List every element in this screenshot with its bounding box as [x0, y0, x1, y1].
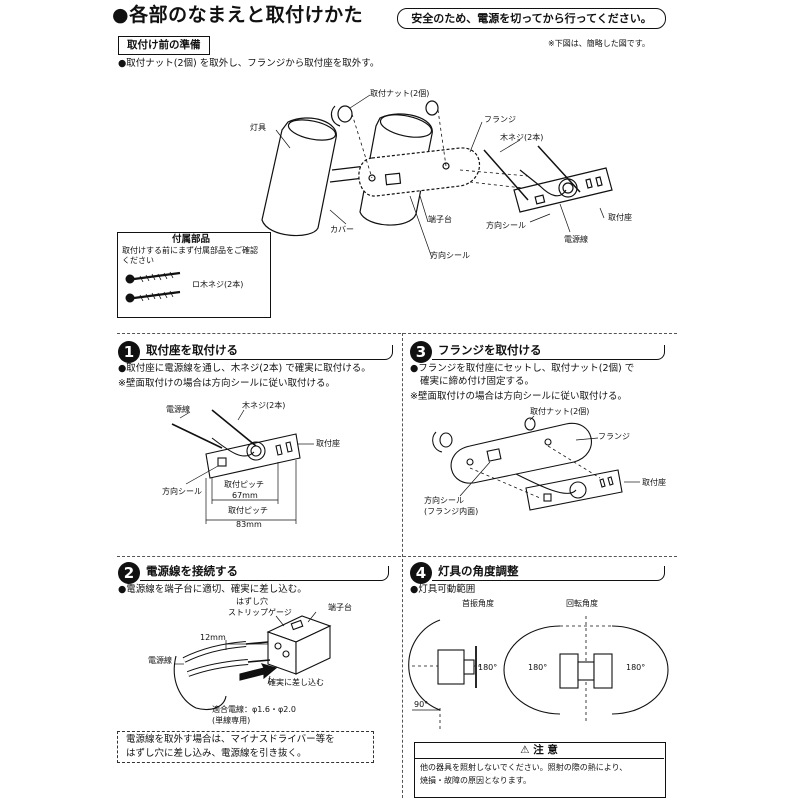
step2-line1: ●電源線を端子台に適切、確実に差し込む。 [118, 584, 307, 595]
step3-flange: フランジ [598, 432, 630, 441]
accessories-title: 付属部品 [172, 234, 211, 245]
label-mount: 取付座 [608, 213, 632, 222]
step2-length: 12mm [200, 633, 226, 642]
step1-dir-seal: 方向シール [162, 487, 202, 496]
step3-line1: ●フランジを取付座にセットし、取付ナット(2個) で [410, 363, 635, 374]
step2-wire-type: (単線専用) [212, 716, 251, 725]
label-dir-seal: 方向シール [486, 221, 526, 230]
step2-insert: 確実に差し込む [268, 678, 324, 687]
label-terminal: 端子台 [428, 215, 452, 224]
step2-terminal: 端子台 [328, 603, 352, 612]
label-flange: フランジ [484, 115, 516, 124]
label-fixture: 灯具 [250, 123, 266, 132]
step4-number: 4 [410, 562, 432, 584]
step4-deg180a: 180° [478, 663, 498, 672]
step1-line1: ●取付座に電源線を通し、木ネジ(2本) で確実に取付ける。 [118, 363, 371, 374]
step1-pitch1: 取付ピッチ [224, 480, 264, 489]
accessories-box [117, 232, 271, 318]
divider [117, 556, 677, 557]
step3-nut: 取付ナット(2個) [530, 407, 590, 416]
step4-rotate: 回転角度 [566, 599, 598, 608]
step4-deg90: 90° [414, 700, 429, 709]
caution-line2: 焼損・故障の原因となります。 [420, 776, 531, 785]
step2-release-hole: はずし穴 [236, 597, 268, 606]
step3-rule [432, 345, 665, 360]
step3-line2: 確実に締め付け固定する。 [420, 376, 535, 387]
accessories-screw: ロ木ネジ(2本) [192, 280, 244, 289]
step1-title: 取付座を取付ける [146, 343, 238, 357]
remove-note-box [117, 731, 374, 763]
step3-dir-seal: 方向シール [424, 496, 464, 505]
step2-power-wire: 電源線 [148, 656, 172, 665]
step2-remove1: 電源線を取外す場合は、マイナスドライバー等を [126, 734, 335, 745]
step2-number: 2 [118, 562, 140, 584]
step2-strip-gauge: ストリップゲージ [228, 608, 292, 617]
step4-title: 灯具の角度調整 [438, 564, 519, 578]
label-nut: 取付ナット(2個) [370, 89, 430, 98]
step3-dir-seal-sub: (フランジ内面) [424, 507, 479, 516]
step4-rule [432, 566, 665, 581]
step1-line2: ※壁面取付けの場合は方向シールに従い取付ける。 [118, 378, 335, 389]
step2-title: 電源線を接続する [146, 564, 238, 578]
prep-label: 取付け前の準備 [118, 36, 210, 55]
prep-text: ●取付ナット(2個) を取外し、フランジから取付座を取外す。 [118, 58, 380, 69]
step1-power-wire: 電源線 [166, 405, 190, 414]
safety-note: 安全のため、電源を切ってから行ってください。 [397, 8, 666, 29]
step1-pitch1-val: 67mm [232, 491, 258, 500]
divider [402, 333, 403, 798]
step4-deg180b: 180° [528, 663, 548, 672]
simplified-note: ※下図は、簡略した図です。 [548, 39, 650, 48]
caution-title: ⚠ 注 意 [414, 742, 664, 759]
divider [117, 333, 677, 334]
step3-line3: ※壁面取付けの場合は方向シールに従い取付ける。 [410, 391, 627, 402]
caution-line1: 他の器具を照射しないでください。照射の際の熱により、 [420, 763, 628, 772]
step3-mount: 取付座 [642, 478, 666, 487]
step1-pitch2-val: 83mm [236, 520, 262, 529]
step1-mount: 取付座 [316, 439, 340, 448]
label-dir-seal-2: 方向シール [430, 251, 470, 260]
step1-number: 1 [118, 341, 140, 363]
label-cover: カバー [330, 225, 354, 234]
accessories-text1: 取付けする前にまず付属部品をご確認 [122, 246, 258, 255]
step3-number: 3 [410, 341, 432, 363]
step4-tilt: 首振角度 [462, 599, 494, 608]
step2-remove2: はずし穴に差し込み、電源線を引き抜く。 [126, 748, 307, 759]
step4-deg180c: 180° [626, 663, 646, 672]
step1-pitch2: 取付ピッチ [228, 506, 268, 515]
accessories-text2: ください [122, 256, 154, 265]
label-wood-screw: 木ネジ(2本) [500, 133, 544, 142]
step3-title: フランジを取付ける [438, 343, 542, 357]
step4-line1: ●灯具可動範囲 [410, 584, 476, 595]
page-title: ●各部のなまえと取付けかた [112, 4, 364, 26]
step2-wire-spec: 適合電線：φ1.6・φ2.0 [212, 705, 296, 714]
step1-rule [140, 345, 393, 360]
step2-rule [140, 566, 389, 581]
step1-wood-screw: 木ネジ(2本) [242, 401, 286, 410]
label-power-wire: 電源線 [564, 235, 588, 244]
